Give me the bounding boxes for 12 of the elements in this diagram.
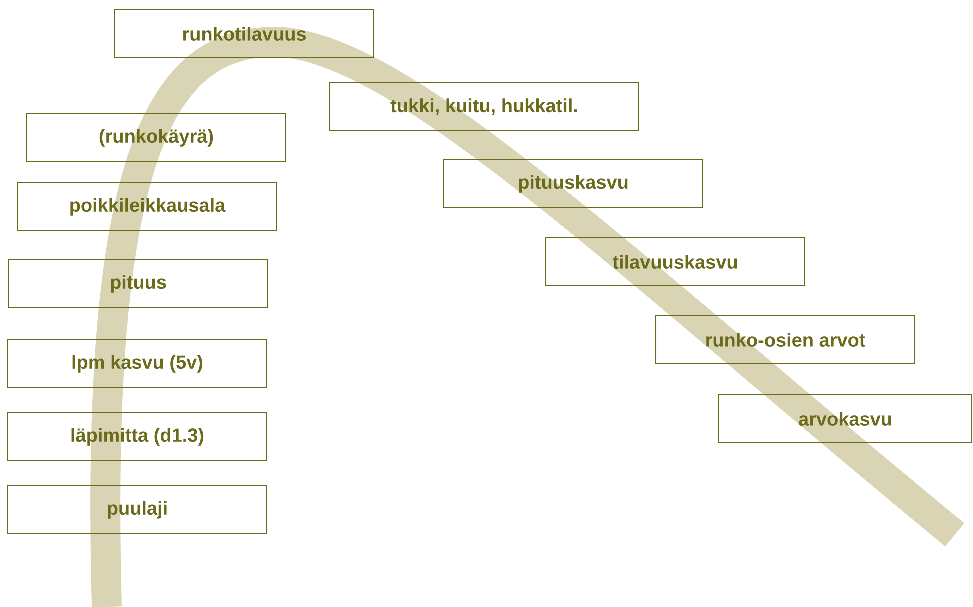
text-box: läpimitta (d1.3) (8, 412, 268, 462)
text-box: pituus (8, 260, 268, 308)
text-box: puulaji (8, 486, 268, 534)
text-box: runko-osien arvot (656, 316, 916, 364)
text-box: arvokasvu (718, 394, 973, 444)
text-box: lpm kasvu (5v) (8, 340, 268, 388)
text-box: runkotilavuus (114, 10, 374, 58)
text-box: pituuskasvu (444, 160, 704, 208)
text-box: tilavuuskasvu (546, 238, 806, 286)
text-box: (runkokäyrä) (26, 114, 286, 162)
text-box: tukki, kuitu, hukkatil. (330, 82, 640, 132)
text-box: poikkileikkausala (18, 182, 278, 232)
